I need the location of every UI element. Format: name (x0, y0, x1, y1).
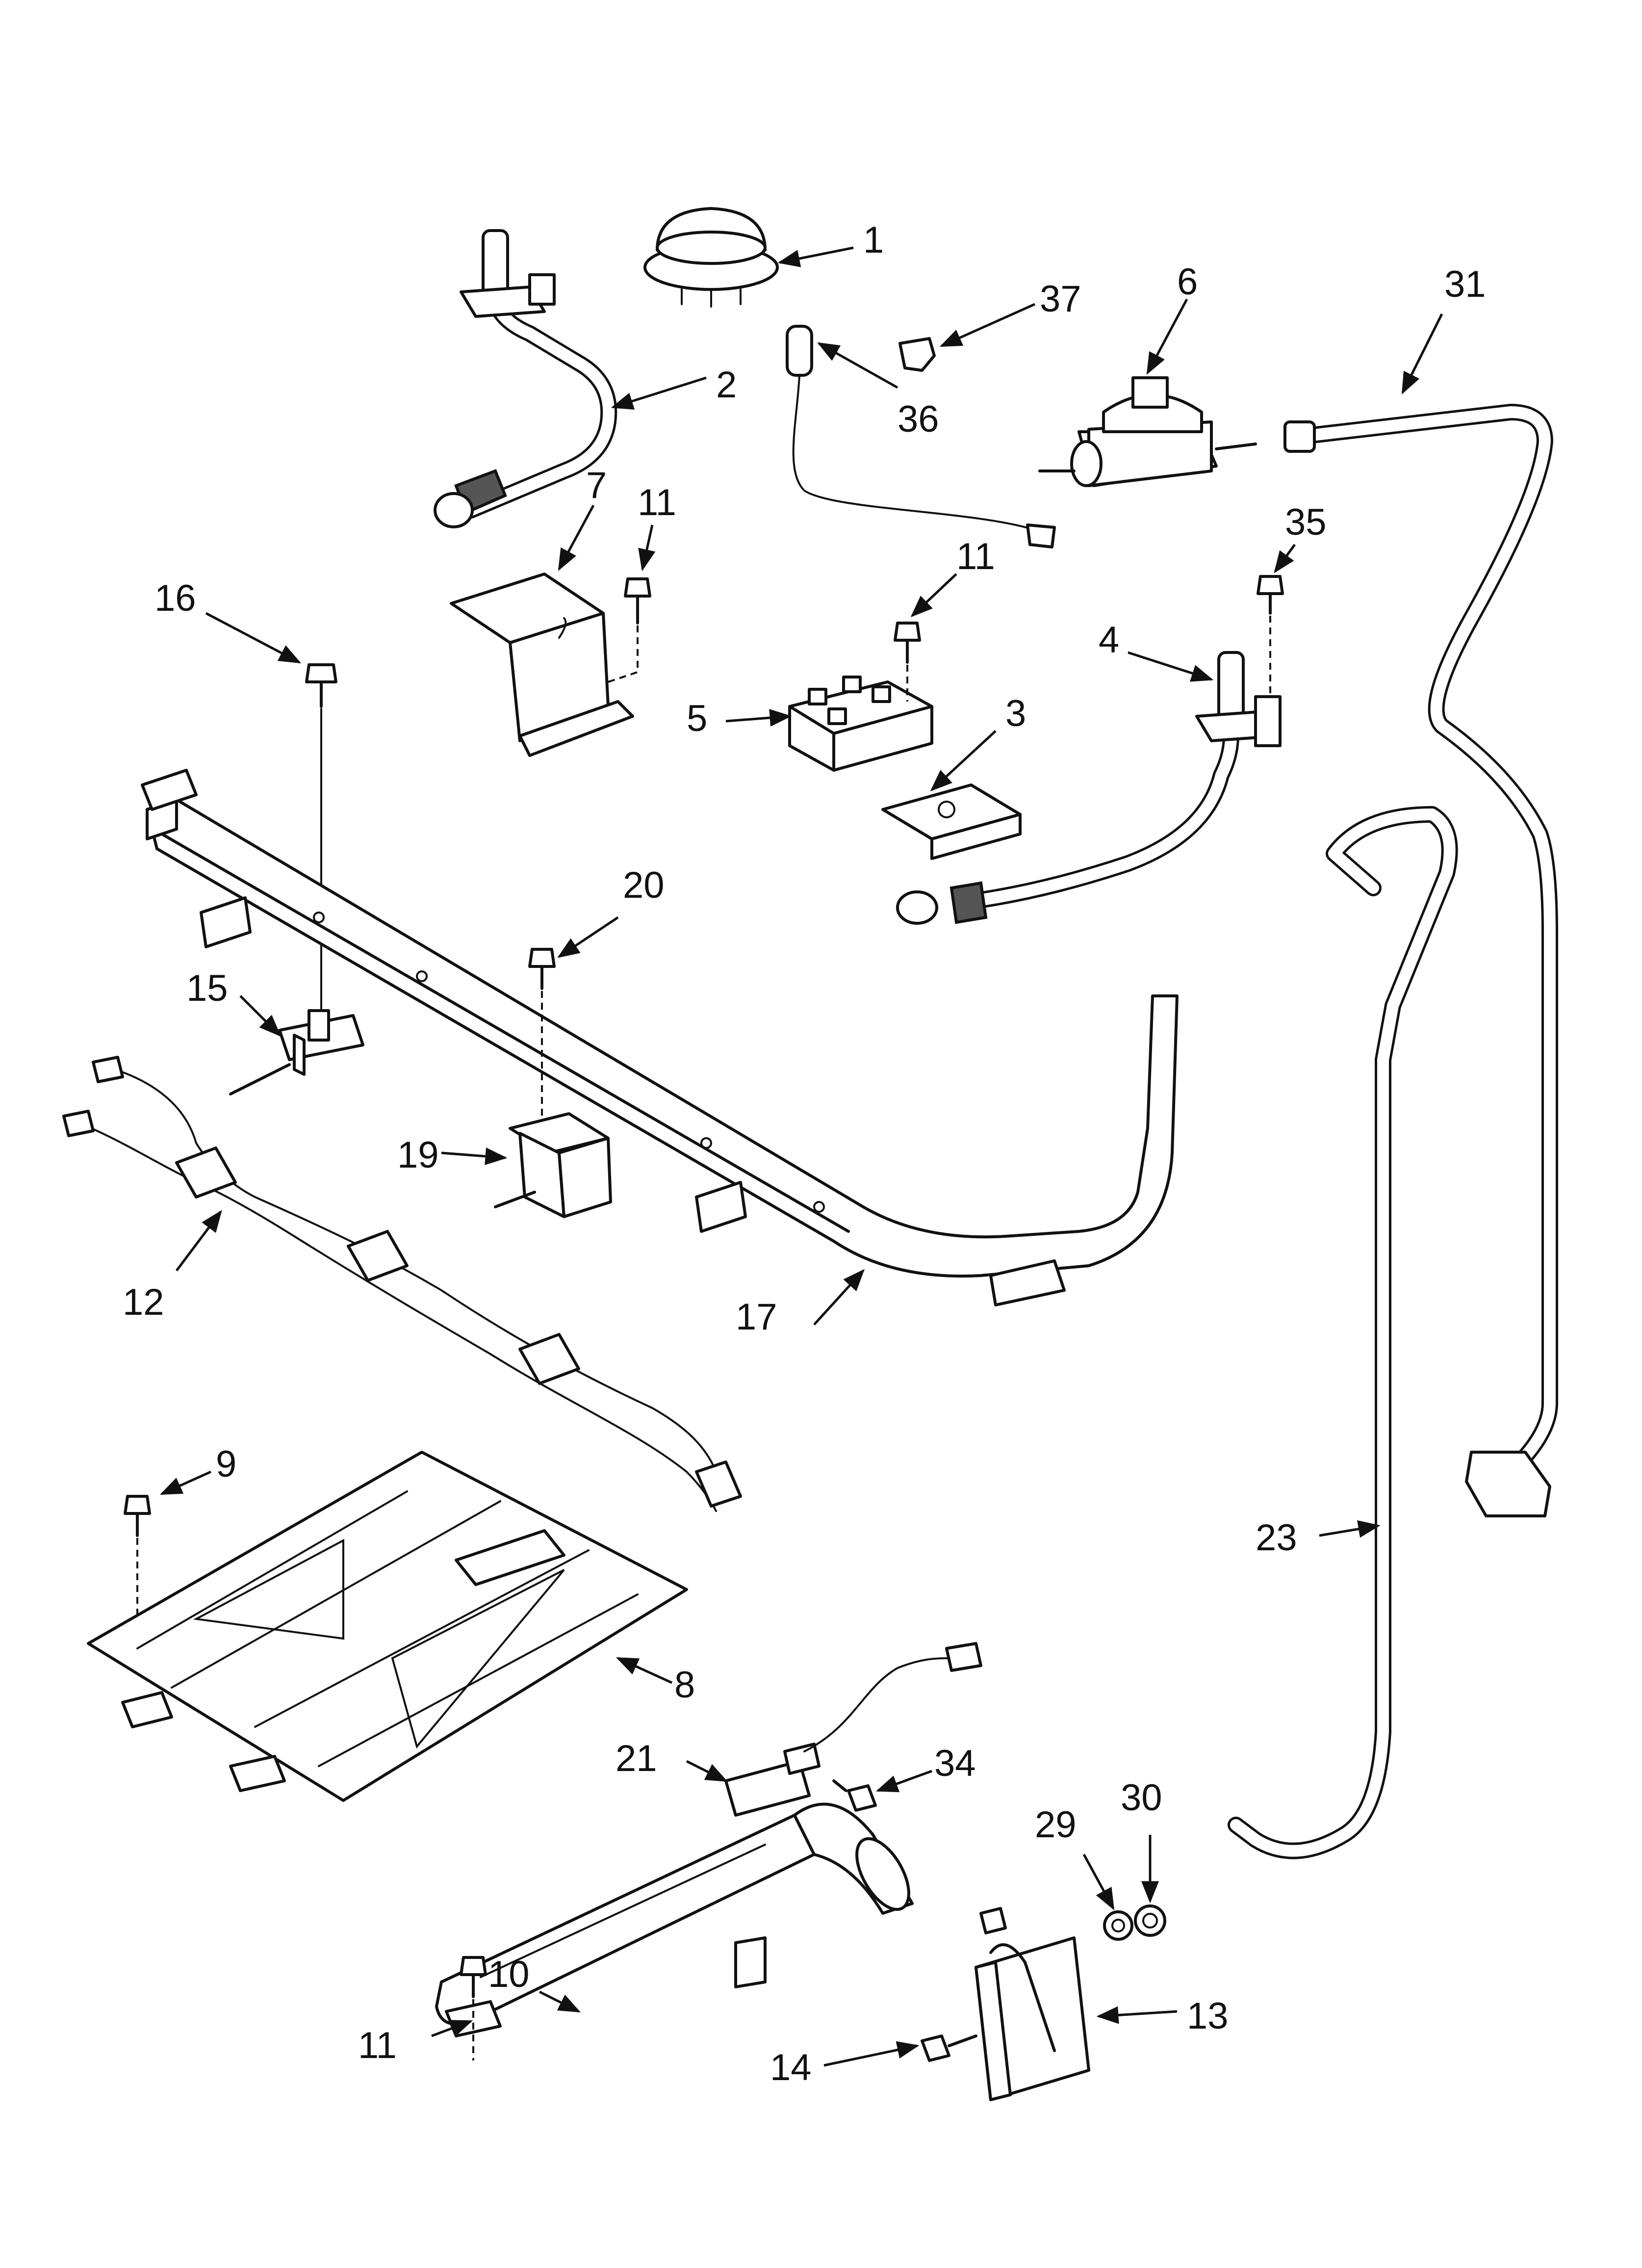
callout-8: 8 (674, 1664, 695, 1706)
part-5-spark-module (788, 676, 933, 772)
callout-35: 35 (1285, 501, 1327, 543)
part-1-burner-cap (643, 207, 779, 308)
part-20-screw (528, 948, 556, 1123)
part-12-wire-harness (62, 1056, 742, 1512)
callout-15: 15 (186, 967, 228, 1009)
callout-16: 16 (154, 577, 196, 619)
part-29-nut (1103, 1910, 1133, 1941)
callout-11-bottom: 11 (358, 2025, 397, 2066)
callout-31: 31 (1444, 263, 1486, 305)
callout-11-middle: 11 (956, 536, 995, 577)
part-17-manifold-frame (141, 769, 1179, 1306)
part-35-screw (1257, 575, 1284, 697)
callout-30: 30 (1121, 1777, 1162, 1819)
part-31-manifold-pipe (1283, 404, 1558, 1517)
part-14-screw (921, 2034, 977, 2062)
callout-29: 29 (1035, 1804, 1077, 1846)
callout-2: 2 (716, 364, 737, 406)
part-30-nut (1134, 1904, 1166, 1937)
part-34-screw (832, 1779, 877, 1812)
callout-19: 19 (397, 1134, 439, 1176)
part-15-valve (229, 1009, 364, 1095)
part-21-igniter (724, 1642, 982, 1817)
callout-21: 21 (616, 1738, 657, 1779)
part-13-bracket (975, 1907, 1090, 2101)
part-36-igniter (786, 325, 1056, 548)
callout-9: 9 (216, 1443, 236, 1485)
callout-labels: 1 2 3 4 5 6 7 8 9 10 11 11 11 12 13 14 1… (123, 219, 1486, 2088)
leader-lines (159, 246, 1443, 2067)
part-6-regulator (1038, 376, 1257, 487)
part-2-gas-tube (434, 229, 617, 528)
callout-17: 17 (736, 1296, 777, 1338)
part-11-screw-middle (894, 622, 921, 702)
callout-7: 7 (586, 465, 607, 506)
callout-10: 10 (488, 1954, 530, 1995)
callout-13: 13 (1187, 1995, 1229, 2037)
callout-14: 14 (770, 2047, 812, 2088)
callout-23: 23 (1256, 1517, 1297, 1559)
callout-4: 4 (1099, 619, 1119, 661)
callout-37: 37 (1040, 278, 1081, 320)
callout-12: 12 (123, 1281, 164, 1323)
part-10-burner (435, 1802, 914, 2037)
part-23-tube (1228, 806, 1458, 1859)
part-8-shield-plate (87, 1451, 688, 1802)
part-11-screw-bottom (460, 1956, 487, 2060)
callout-36: 36 (898, 398, 939, 440)
part-19-thermostat (494, 1112, 612, 1218)
callout-6: 6 (1177, 261, 1198, 303)
callout-3: 3 (1005, 693, 1026, 734)
callout-11-top: 11 (638, 482, 676, 523)
part-3-bracket (881, 783, 1022, 860)
part-16-screw (305, 663, 337, 1021)
part-7-shield (450, 573, 634, 757)
callout-5: 5 (687, 698, 707, 739)
part-11-screw-top (608, 577, 651, 683)
callout-1: 1 (863, 219, 884, 261)
part-4-gas-tube (896, 651, 1282, 925)
callout-20: 20 (623, 864, 665, 906)
part-9-screw (124, 1495, 151, 1619)
part-37-clip (898, 337, 936, 372)
callout-34: 34 (934, 1743, 976, 1784)
